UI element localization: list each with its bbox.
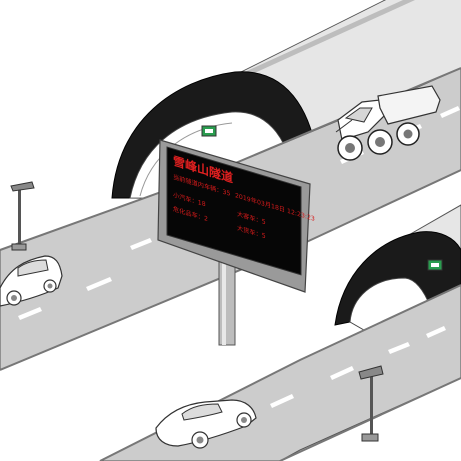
lower-road (99, 284, 461, 461)
variable-message-sign: 雪峰山隧道 当前隧道内车辆：35 2019年03月18日 12:23:23 小汽… (157, 139, 315, 293)
sedan-car-icon (0, 255, 63, 307)
sign-face (166, 146, 302, 276)
surveillance-camera-icon (358, 365, 384, 442)
dump-truck-icon (335, 85, 441, 161)
sign-pole (218, 254, 236, 346)
street-lamp-left (10, 181, 35, 251)
sports-car-icon (155, 399, 257, 449)
